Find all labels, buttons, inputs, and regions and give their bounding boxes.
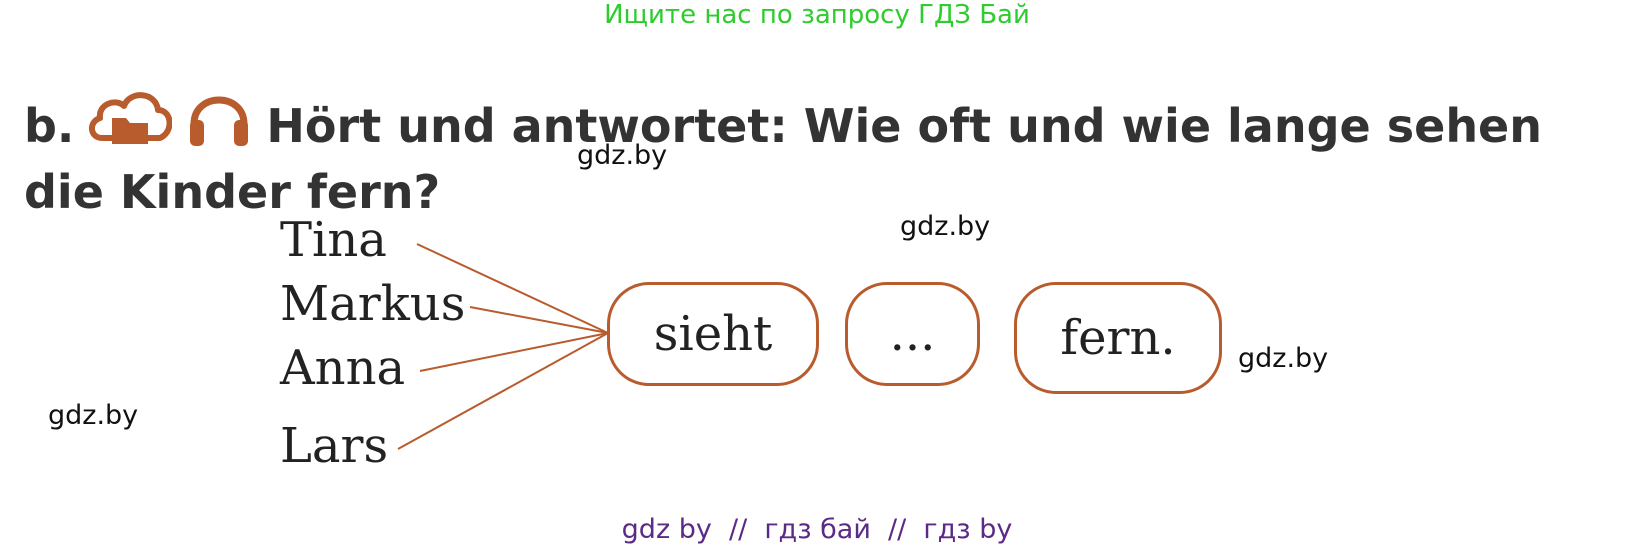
- promo-banner: Ищите нас по запросу ГДЗ Бай: [604, 0, 1030, 30]
- word-box-ellipsis: ...: [845, 282, 980, 386]
- watermark: gdz.by: [577, 140, 668, 171]
- watermark: gdz.by: [1238, 343, 1329, 374]
- cloud-folder-icon[interactable]: [88, 88, 173, 162]
- footer-watermark: gdz by // гдз бай // гдз by: [621, 514, 1013, 545]
- name-lars: Lars: [280, 418, 389, 474]
- watermark: gdz.by: [900, 211, 991, 242]
- connector-line-tina: [416, 243, 609, 334]
- headphones-icon[interactable]: [186, 82, 252, 162]
- word-box-fern: fern.: [1014, 282, 1222, 394]
- exercise-question: Hört und antwortet: Wie oft und wie lang…: [24, 99, 1543, 219]
- exercise-label: b.: [24, 99, 75, 153]
- connector-line-markus: [469, 306, 609, 334]
- name-tina: Tina: [280, 212, 387, 268]
- connector-line-anna: [419, 332, 609, 372]
- name-anna: Anna: [280, 340, 406, 396]
- connector-line-lars: [397, 332, 609, 450]
- name-markus: Markus: [280, 276, 466, 332]
- exercise-heading: b.Hört und antwortet: Wie oft und wie la…: [24, 82, 1624, 222]
- word-box-sieht: sieht: [607, 282, 819, 386]
- watermark: gdz.by: [48, 400, 139, 431]
